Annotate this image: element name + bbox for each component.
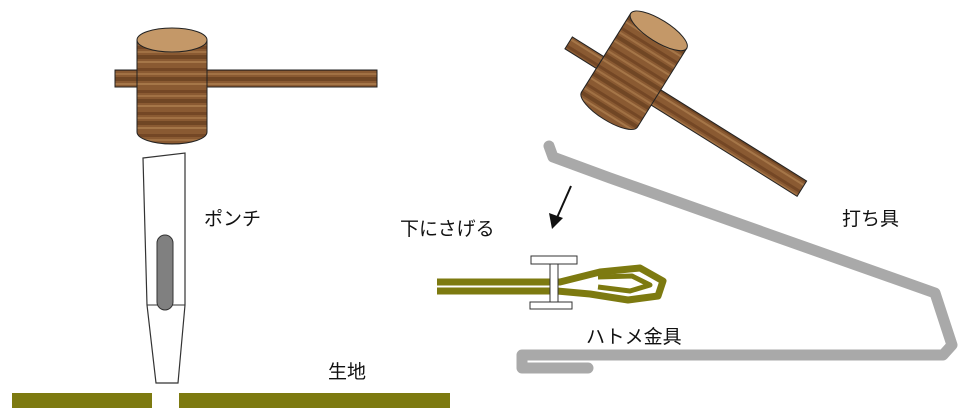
setter-tool-icon: [516, 140, 958, 374]
mallet-head-top: [136, 27, 208, 53]
mallet-icon: [564, 10, 808, 197]
eyelet-icon: [437, 255, 667, 310]
lower-label: 下にさげる: [400, 218, 495, 240]
mallet-icon: [114, 27, 378, 145]
fabric-icon: [12, 393, 450, 408]
setter-label: 打ち具: [842, 208, 900, 230]
punch-icon: [142, 152, 186, 384]
eyelet-label: ハトメ金具: [586, 326, 682, 348]
punch-label: ポンチ: [204, 208, 262, 230]
arrow-down-icon: [549, 185, 572, 229]
fabric-label: 生地: [328, 361, 367, 383]
punch-slot: [156, 234, 174, 311]
mallet-head: [136, 39, 208, 145]
